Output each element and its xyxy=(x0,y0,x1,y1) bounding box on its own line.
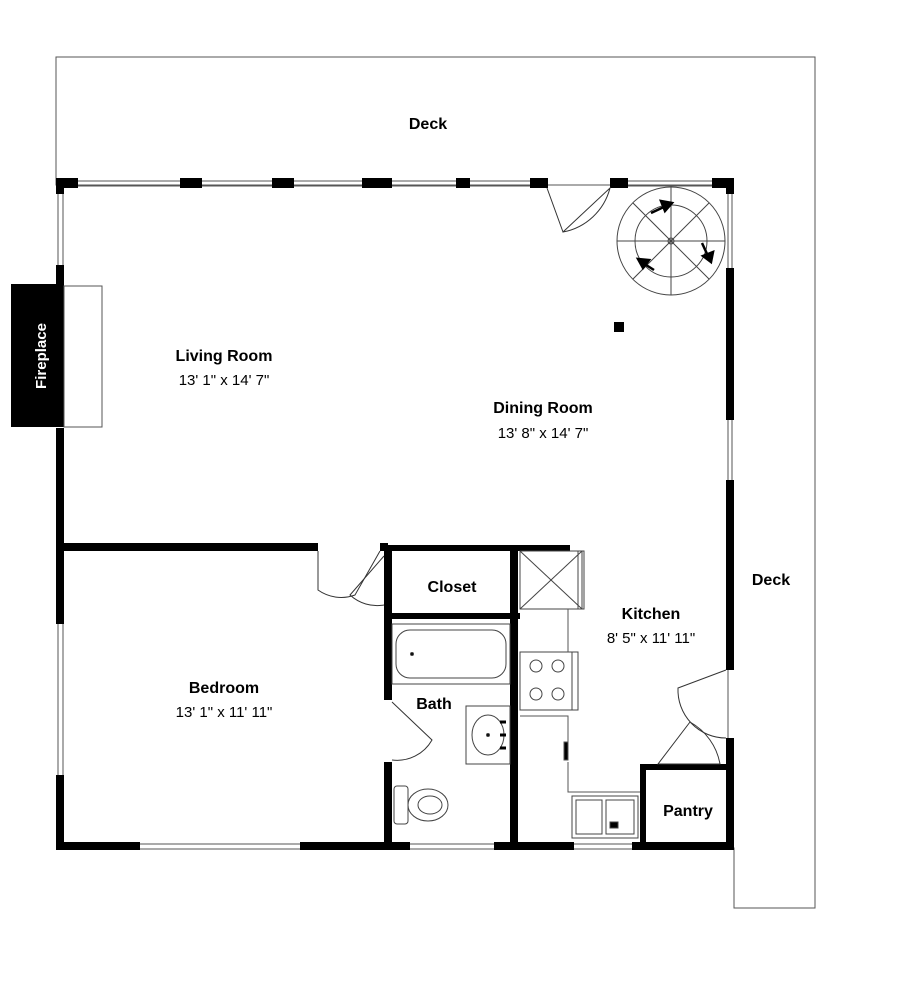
stove xyxy=(519,651,579,711)
bedroom-dims: 13' 1" x 11' 11" xyxy=(176,704,273,721)
kitchen-cabinet-box xyxy=(519,550,585,610)
dining-room-dims: 13' 8" x 14' 7" xyxy=(498,425,589,442)
bedroom-name: Bedroom xyxy=(189,680,259,697)
kitchen-door-swing xyxy=(677,669,727,739)
toilet xyxy=(393,785,449,825)
bath-door-gap xyxy=(384,700,392,762)
deck-door-swing xyxy=(546,186,611,233)
deck-right-label: Deck xyxy=(752,572,790,589)
fireplace: Fireplace xyxy=(11,284,103,428)
bedroom-door-swing xyxy=(317,550,381,598)
kitchen-sink xyxy=(571,795,639,839)
doors xyxy=(317,186,727,765)
living-room-name: Living Room xyxy=(176,348,273,365)
fireplace-label: Fireplace xyxy=(33,323,50,389)
kitchen-dims: 8' 5" x 11' 11" xyxy=(607,630,695,647)
closet-name: Closet xyxy=(428,579,478,596)
exterior-walls xyxy=(56,178,734,850)
kitchen-counters xyxy=(520,609,640,793)
bathtub xyxy=(391,623,511,685)
post-marker xyxy=(614,322,624,332)
kitchen-name: Kitchen xyxy=(622,606,681,623)
bath-sink xyxy=(465,705,511,765)
deck-top-label: Deck xyxy=(409,116,447,133)
living-room-dims: 13' 1" x 14' 7" xyxy=(179,372,270,389)
stair-arrows xyxy=(635,199,715,272)
windows xyxy=(57,180,733,850)
interior-walls xyxy=(56,543,726,846)
bath-door-swing xyxy=(391,701,433,761)
bath-name: Bath xyxy=(416,696,452,713)
pantry-door-swing xyxy=(656,721,721,765)
deck-outline xyxy=(55,56,816,909)
pantry-name: Pantry xyxy=(663,803,713,820)
closet-door-swing xyxy=(349,555,385,607)
dining-room-name: Dining Room xyxy=(493,400,593,417)
